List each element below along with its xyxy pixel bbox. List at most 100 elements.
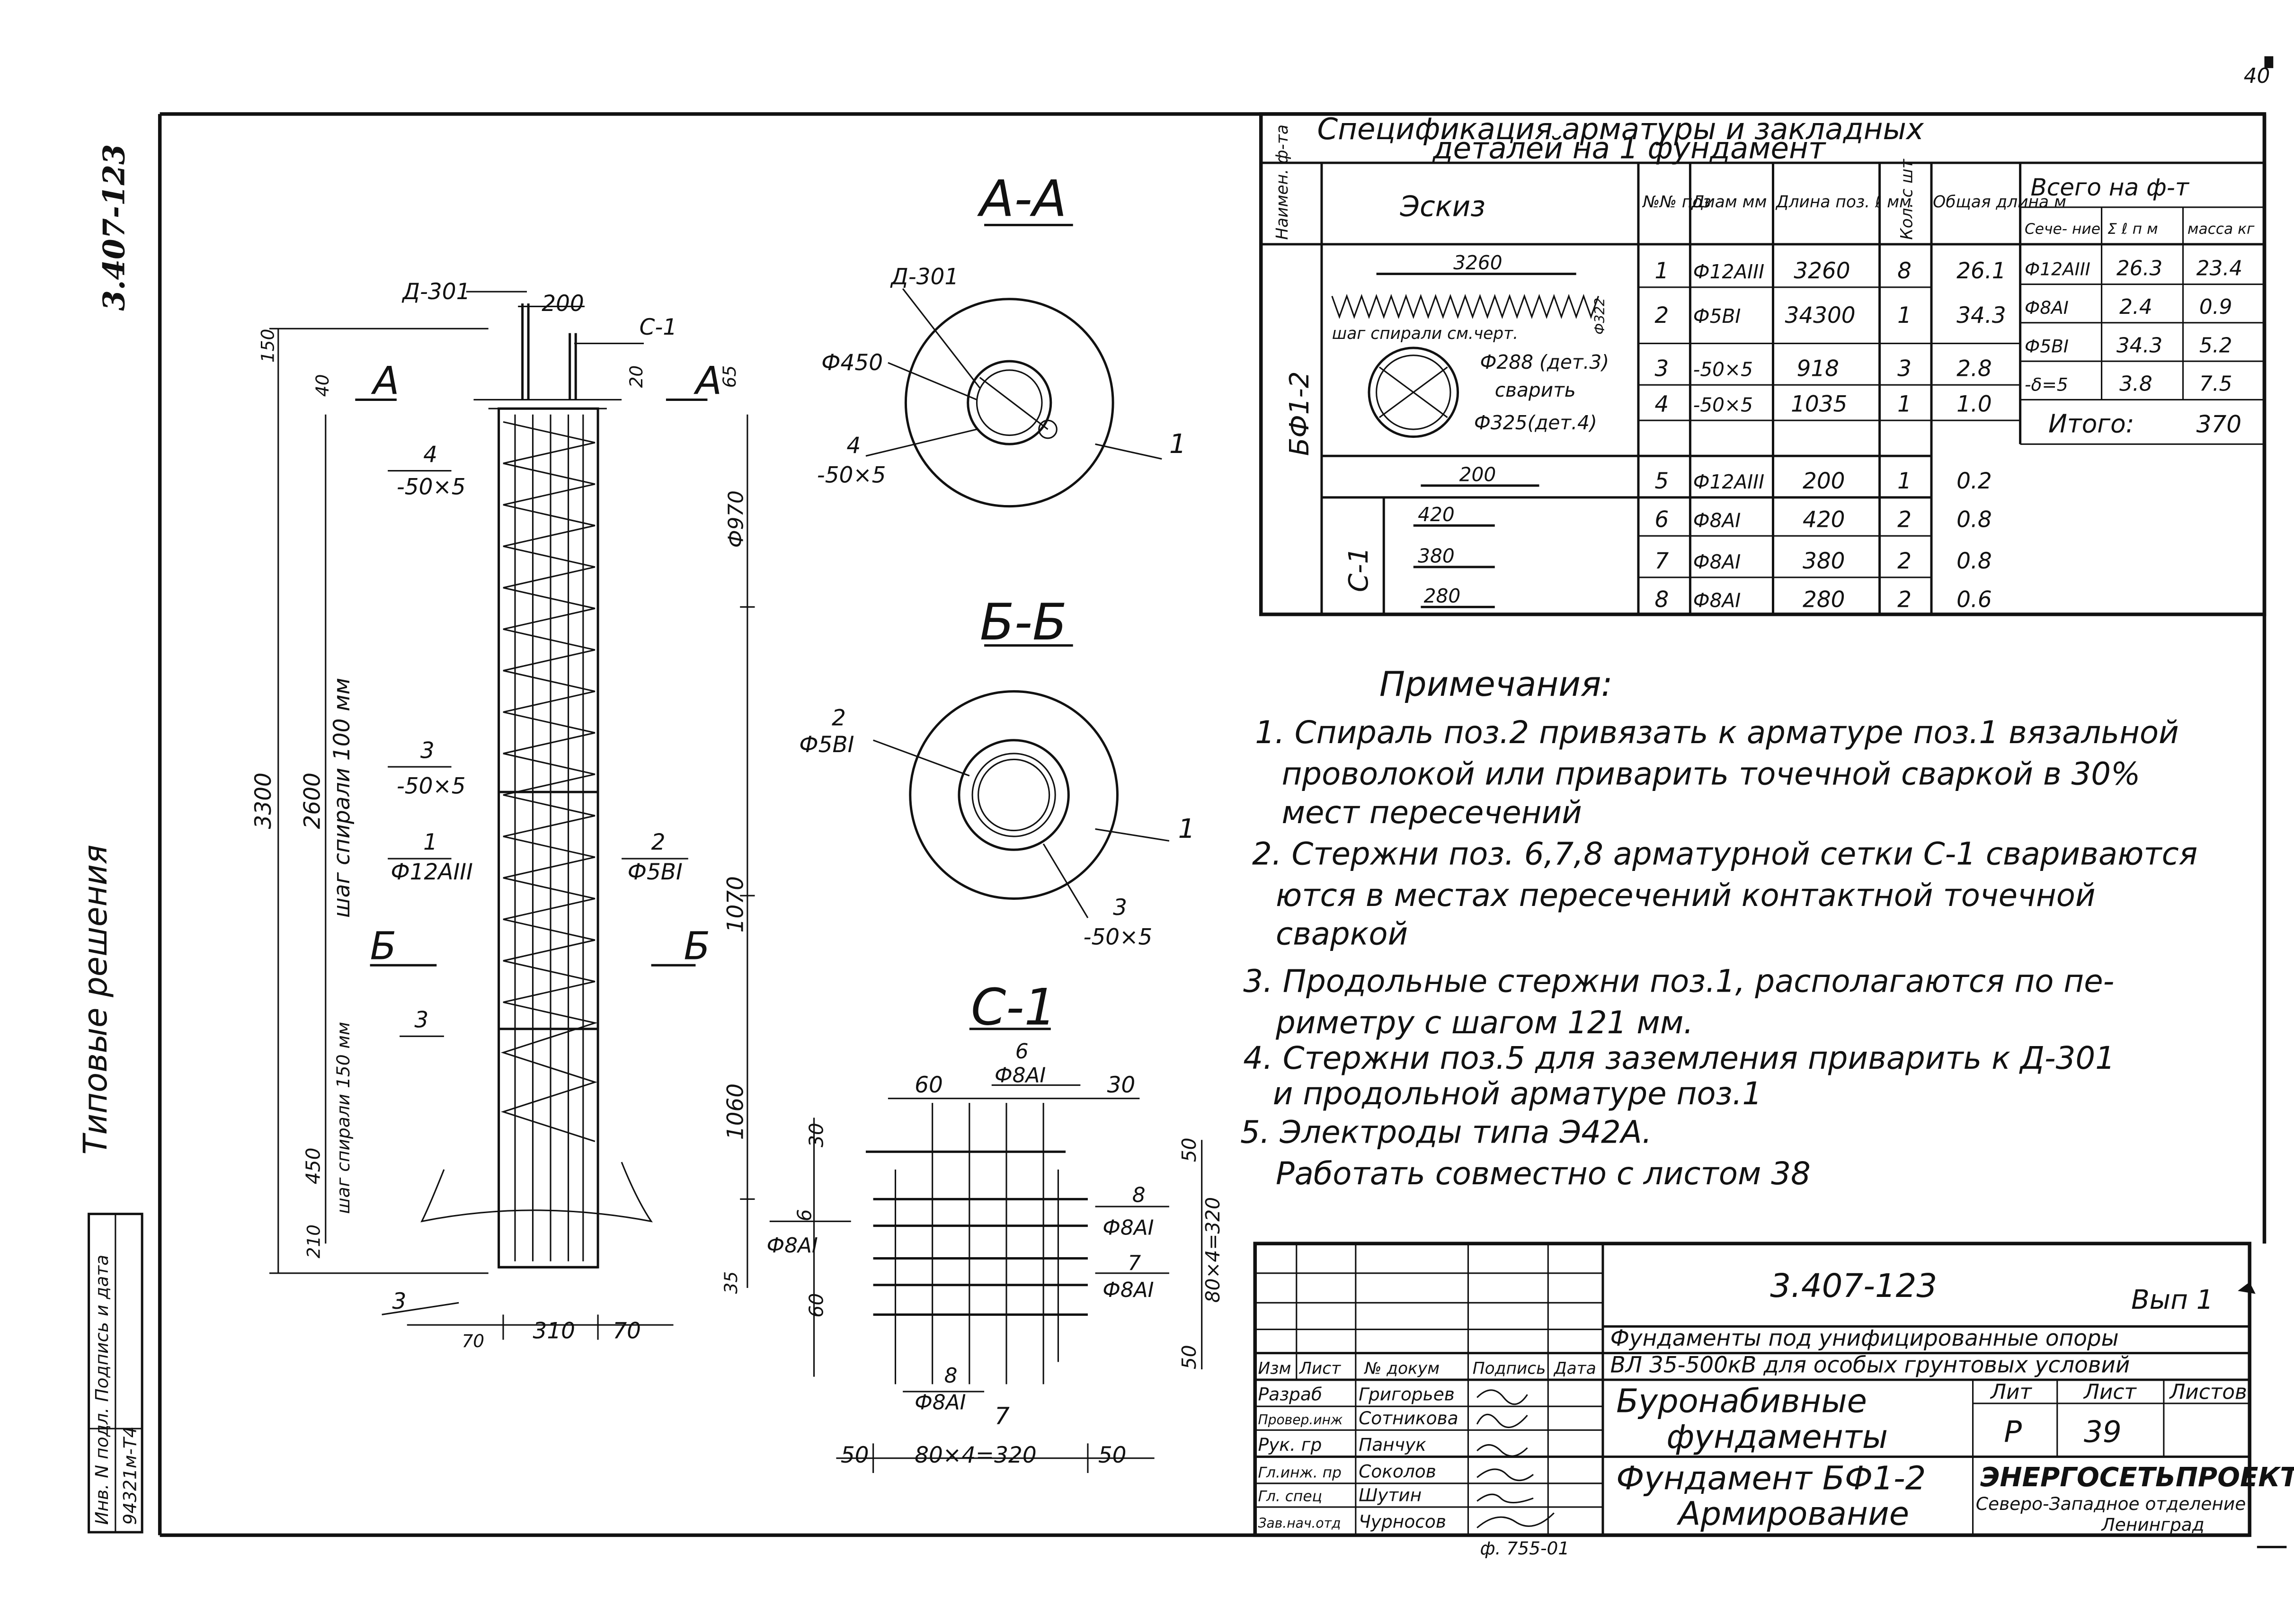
sheet-name-2: Армирование — [1676, 1495, 1909, 1533]
header-mass: масса кг — [2187, 221, 2255, 238]
dim-40: 40 — [312, 374, 333, 397]
total1-sum: 26.3 — [2116, 257, 2162, 281]
note-line-12: Работать совместно с листом 38 — [1276, 1156, 1811, 1192]
dim-dia970: Ф970 — [724, 490, 748, 548]
person-5: Шутин — [1359, 1484, 1422, 1505]
sheets-label: Листов — [2169, 1380, 2247, 1404]
lit-label: Лит — [1990, 1380, 2032, 1404]
total2-mass: 0.9 — [2199, 295, 2232, 319]
total4-sum: 3.8 — [2119, 372, 2152, 396]
row8-total: 0.6 — [1956, 586, 1992, 612]
org-city: Ленинград — [2101, 1514, 2205, 1535]
note-line-4: 2. Стержни поз. 6,7,8 арматурной сетки С… — [1252, 836, 2197, 872]
callout-2-rebar: Ф5ВI — [628, 859, 683, 885]
sketch-d288: Ф288 (дет.3) — [1480, 351, 1609, 373]
section-aa-mark1: 1 — [1169, 429, 1186, 460]
header-total: Общая длина м — [1933, 193, 2066, 212]
col-doc: № докум — [1364, 1359, 1440, 1378]
row2-len: 34300 — [1785, 302, 1856, 328]
section-bb-callout2-number: 2 — [832, 705, 846, 731]
sketch-len-420: 420 — [1418, 503, 1455, 526]
mesh-right7-rebar: Ф8АI — [1103, 1278, 1154, 1302]
callout-3-number: 3 — [420, 737, 435, 763]
role-6: Зав.нач.отд — [1258, 1516, 1341, 1531]
row8-qty: 2 — [1897, 586, 1912, 612]
row5-total: 0.2 — [1956, 468, 1992, 494]
dim-70: 70 — [613, 1318, 641, 1344]
sketch-phi: Ф322 — [1592, 298, 1608, 335]
note-line-5: ются в местах пересечений контактной точ… — [1276, 878, 2096, 914]
row3-diam: -50×5 — [1693, 358, 1753, 381]
mesh-c1: С-1 6 Ф8АI 60 30 30 50 6 Ф8АI 8 — [767, 978, 1224, 1473]
row3-qty: 3 — [1897, 355, 1912, 382]
row7-pos: 7 — [1654, 548, 1669, 574]
inventory-box: Инв. N подл. Подпись и дата 94321м-Т4 — [88, 1213, 143, 1534]
row6-total: 0.8 — [1956, 506, 1992, 532]
row5-qty: 1 — [1897, 468, 1912, 494]
header-sect: Сече- ние — [2025, 221, 2100, 238]
row2-qty: 1 — [1897, 302, 1912, 328]
side-title: Типовые решения — [77, 844, 115, 1154]
sketch-len-280: 280 — [1424, 585, 1461, 607]
total4-sect: -δ=5 — [2025, 374, 2068, 395]
row7-qty: 2 — [1897, 548, 1912, 574]
row5-diam: Ф12АIII — [1693, 470, 1764, 493]
inventory-value: 94321м-Т4 — [120, 1426, 141, 1525]
mesh-dim-30: 30 — [1107, 1072, 1136, 1098]
section-mark-a-left: А — [371, 359, 400, 403]
dim-150: 150 — [257, 329, 278, 363]
spiral-pitch-note-bottom: шаг спирали 150 мм — [333, 1022, 354, 1214]
col-list: Лист — [1298, 1359, 1341, 1378]
mesh-dim-50-vertical: 50 — [1178, 1137, 1200, 1162]
col-izm: Изм — [1258, 1359, 1291, 1378]
sketch-len-200: 200 — [1459, 463, 1496, 486]
section-aa-callout4-number: 4 — [846, 433, 861, 459]
mesh-bottom8-number: 8 — [944, 1364, 958, 1388]
lit-value: Р — [2004, 1414, 2022, 1449]
note-line-6: сваркой — [1276, 916, 1408, 952]
mark-3-bottom: 3 — [392, 1288, 407, 1314]
section-bb-title: Б-Б — [980, 593, 1067, 652]
inventory-label: Инв. N подл. Подпись и дата — [91, 1255, 112, 1525]
total1-sect: Ф12АIII — [2025, 259, 2090, 280]
person-1: Григорьев — [1359, 1384, 1455, 1405]
row6-pos: 6 — [1654, 506, 1669, 532]
mesh-bottom8-rebar: Ф8АI — [915, 1390, 966, 1414]
sketch-spiral-note: шаг спирали см.черт. — [1332, 324, 1518, 343]
role-3: Рук. гр — [1258, 1434, 1322, 1455]
mesh-top-bar-number: 6 — [1015, 1039, 1029, 1064]
mesh-top-bar-rebar: Ф8АI — [995, 1063, 1046, 1087]
note-line-3: мест пересечений — [1282, 795, 1582, 831]
note-line-7: 3. Продольные стержни поз.1, располагают… — [1243, 963, 2114, 999]
row7-total: 0.8 — [1956, 548, 1992, 574]
row7-diam: Ф8АI — [1693, 550, 1741, 573]
section-name-2: фундаменты — [1666, 1418, 1888, 1456]
role-1: Разраб — [1258, 1384, 1322, 1405]
section-bb-callout3-profile: -50×5 — [1084, 924, 1153, 950]
row7-len: 380 — [1803, 548, 1845, 574]
label-d301: Д-301 — [401, 279, 470, 305]
row1-len: 3260 — [1794, 258, 1850, 284]
mesh-dim-50-a: 50 — [841, 1442, 869, 1468]
callout-1-number: 1 — [423, 829, 437, 855]
note-line-9: 4. Стержни поз.5 для заземления приварит… — [1243, 1040, 2115, 1076]
header-sum: Σ ℓ п м — [2107, 221, 2158, 238]
row4-qty: 1 — [1897, 391, 1912, 417]
sheet-name-1: Фундамент БФ1-2 — [1616, 1459, 1926, 1497]
main-elevation — [269, 291, 755, 1340]
dim-20: 20 — [626, 365, 647, 388]
total1-mass: 23.4 — [2196, 257, 2242, 281]
title-issue: Вып 1 — [2131, 1285, 2213, 1315]
row2-total: 34.3 — [1956, 302, 2006, 328]
callout-2-number: 2 — [651, 829, 666, 855]
mesh-dim-30-vertical: 30 — [805, 1123, 827, 1147]
org-name: ЭНЕРГОСЕТЬПРОЕКТ — [1980, 1462, 2294, 1493]
header-diam: Диам мм — [1691, 193, 1767, 212]
corner-mark — [2264, 56, 2274, 68]
row1-qty: 8 — [1897, 258, 1912, 284]
section-aa-dia450: Ф450 — [821, 350, 883, 376]
header-name: Наимен. ф-та — [1273, 124, 1292, 240]
mesh-left-bar-number: 6 — [793, 1209, 816, 1221]
dim-2600: 2600 — [299, 772, 325, 829]
